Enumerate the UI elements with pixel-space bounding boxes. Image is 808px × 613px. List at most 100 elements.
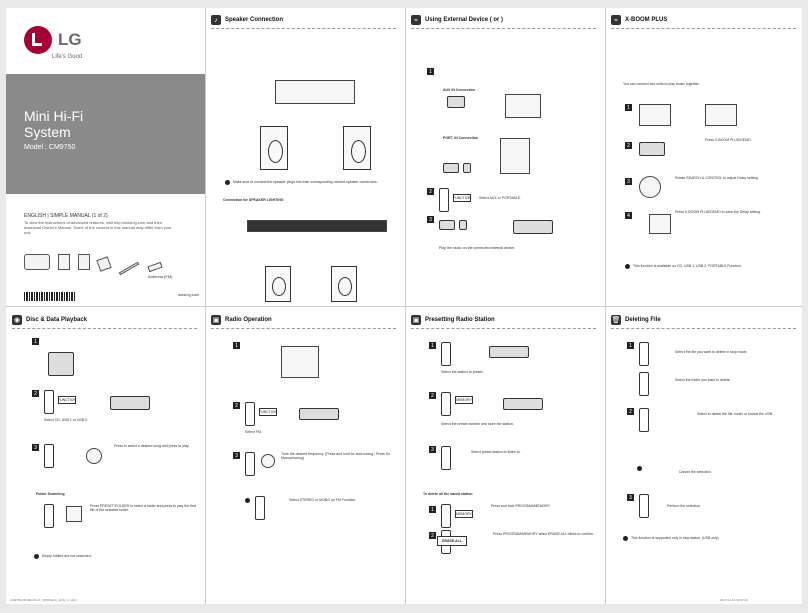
delete-note: This function is supported only in stop … — [631, 536, 719, 540]
remote-icon-3 — [255, 496, 265, 520]
divider-horizontal — [6, 306, 802, 307]
panel-radio-operation: ▣Radio Operation 1 2 FUNCTION Select FM.… — [205, 308, 402, 606]
phone-icon — [463, 163, 471, 173]
step-1: 1 — [427, 68, 434, 75]
note-icon — [625, 264, 630, 269]
folder-button-illustration — [66, 506, 82, 522]
delete-step-4: Perform the selection. — [667, 504, 702, 508]
step-3: 3 — [429, 446, 436, 453]
panel-preset-radio: ▣Presetting Radio Station 1 Select the s… — [405, 308, 602, 606]
header-rule — [411, 28, 596, 29]
display-illustration-2 — [503, 398, 543, 410]
xboom-note: This function is available on CD, USB 1,… — [633, 264, 742, 268]
note-icon-2 — [623, 536, 628, 541]
title-line-2: System — [24, 124, 71, 140]
lighting-right-speaker — [331, 266, 357, 302]
panel-title: Using External Device ( or ) — [425, 17, 504, 23]
remote-icon-3 — [441, 446, 451, 470]
step-2: 2 — [627, 408, 634, 415]
note-icon — [225, 180, 230, 185]
header-rule — [211, 328, 396, 329]
remote-icon-4 — [441, 504, 451, 528]
step-1: 1 — [627, 342, 634, 349]
title-line-1: Mini Hi-Fi — [24, 108, 84, 124]
remote-icon — [147, 261, 163, 273]
folder-instruction: Press PRESET/FOLDER to select a folder a… — [90, 504, 196, 512]
radio-tune: Tune the desired frequency. (Press and h… — [281, 452, 390, 460]
panel-disc-playback: ◉Disc & Data Playback 1 2 FUNCTION Selec… — [6, 308, 203, 606]
xboom-step-3: Rotate SEARCH & CONTROL to adjust Delay … — [675, 176, 759, 180]
note-icon — [245, 498, 250, 503]
print-footer-left: CM9750-FB.DEUSLLK_SIMPLE(1)_ENG_1.indd 1 — [10, 598, 78, 602]
delete-cancel: Cancel the selection. — [679, 470, 712, 474]
note-icon — [637, 466, 642, 471]
disc-icon: ◉ — [12, 315, 22, 325]
step-3: 3 — [625, 178, 632, 185]
remote-icon — [245, 402, 255, 426]
xboom-step-4: Press X-BOOM PLUS/DEMO to save the Delay… — [675, 210, 761, 214]
left-speaker — [260, 126, 288, 170]
step-2: 2 — [32, 390, 39, 397]
function-button: FUNCTION — [258, 408, 278, 416]
select-instruction: Select AUX or PORTABLE. — [479, 196, 522, 200]
display-illustration — [489, 346, 529, 358]
delete-step-1: Select the file you want to delete in st… — [675, 350, 748, 354]
remote-icon — [441, 342, 451, 366]
step-2: 2 — [625, 142, 632, 149]
preset-step-2: Select the preset number and store the s… — [441, 422, 514, 426]
erase-all-display: ERASE ALL — [437, 536, 467, 546]
step-4: 4 — [625, 212, 632, 219]
lighting-terminal-illustration — [247, 220, 387, 232]
step-1: 1 — [625, 104, 632, 111]
display-illustration — [299, 408, 339, 420]
memory-button: MEMORY — [455, 396, 473, 404]
unit-jack-illustration — [639, 104, 671, 126]
usb-disc-illustration — [48, 352, 74, 376]
disc-play: Press to select a desired song and press… — [114, 444, 190, 448]
speaker-icon — [58, 254, 70, 270]
step-d1: 1 — [429, 506, 436, 513]
cover-band — [6, 74, 205, 194]
package-contents — [24, 254, 163, 276]
header-rule — [411, 328, 596, 329]
phone-icon-2 — [459, 220, 467, 230]
radio-icon: ▣ — [411, 315, 421, 325]
disc-note: Empty folders are not searched. — [42, 554, 92, 558]
port-in-label: PORT. IN Connection — [443, 136, 478, 140]
panel-title: Disc & Data Playback — [26, 317, 88, 323]
radio-select: Select FM. — [245, 430, 262, 434]
delete-step-2: Select the folder you want to delete. — [675, 378, 731, 382]
cover-panel: LG Life's Good Mini Hi-Fi System Model :… — [6, 8, 205, 306]
manual-icon — [96, 256, 112, 272]
cover-note: To view the instructions of advanced fea… — [24, 220, 172, 235]
delete-step-1: Press and hold PROGRAM/MEMORY — [491, 504, 551, 508]
xboom-button-illustration — [649, 214, 671, 234]
delete-step-3: Select to delete the file, folder or for… — [697, 412, 774, 416]
step-2: 2 — [429, 392, 436, 399]
header-rule — [611, 328, 796, 329]
step-3: 3 — [233, 452, 240, 459]
xboom-step-2: Press X-BOOM PLUS/DEMO. — [705, 138, 752, 142]
display-illustration — [110, 396, 150, 410]
speaker-icon-2 — [78, 254, 90, 270]
lg-logo-icon — [24, 26, 52, 54]
laptop-icon-2 — [439, 220, 455, 230]
model-number: Model : CM9750 — [24, 144, 76, 151]
remote-icon-2 — [639, 372, 649, 396]
cable-icon: ⌁ — [611, 15, 621, 25]
header-rule — [211, 28, 396, 29]
memory-button-2: MEMORY — [455, 510, 473, 518]
antenna-jack-illustration — [281, 346, 319, 378]
panel-xboom-plus: ⌁ X-BOOM PLUS You can connect two units t… — [605, 8, 802, 306]
remote-icon-2 — [245, 452, 255, 476]
play-instruction: Play the music on the connected external… — [439, 246, 516, 250]
radio-icon: ▣ — [211, 315, 221, 325]
disc-select: Select CD, USB 1 or USB 2. — [44, 418, 88, 422]
right-speaker — [343, 126, 371, 170]
header-rule — [12, 328, 197, 329]
panel-title: X-BOOM PLUS — [625, 17, 668, 23]
step-2: 2 — [233, 402, 240, 409]
trash-icon: 🗑 — [611, 315, 621, 325]
radio-stereo: Select STEREO or MONO on FM Function. — [289, 498, 357, 502]
xboom-intro: You can connect two units to play music … — [623, 82, 700, 86]
